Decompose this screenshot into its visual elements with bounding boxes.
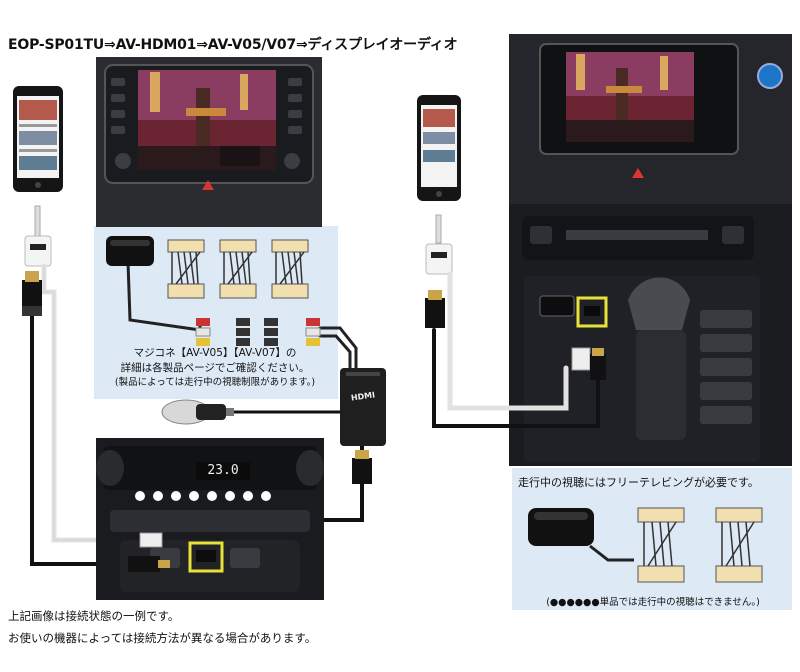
- right-car-interior: [509, 34, 792, 466]
- left-car-display: [96, 57, 322, 227]
- diagram-title: EOP-SP01TU⇒AV-HDM01⇒AV-V05/V07⇒ディスプレイオーデ…: [8, 37, 458, 53]
- usb-plug-left: [139, 532, 163, 548]
- left-hdmi-plug: [22, 271, 42, 316]
- left-callout: マジコネ【AV-V05】【AV-V07】の 詳細は各製品ページでご確認ください。…: [108, 346, 322, 390]
- right-callout-top: 走行中の視聴にはフリーテレビングが必要です。: [518, 476, 759, 489]
- right-usb-plug: [571, 347, 591, 371]
- converter-hdmi-plug: [352, 450, 372, 484]
- right-hdmi-plug-console: [590, 348, 606, 380]
- left-hdmi-adapter: [24, 205, 52, 267]
- wiring-harness: [167, 239, 309, 299]
- left-callout-line2: 詳細は各製品ページでご確認ください。: [120, 362, 310, 375]
- right-smartphone: [417, 95, 461, 201]
- av-module-box: [106, 236, 154, 266]
- footer-line2: お使いの機器によっては接続方法が異なる場合があります。: [8, 631, 317, 645]
- usb-car-charger: [161, 399, 234, 425]
- left-callout-line1: マジコネ【AV-V05】【AV-V07】の: [133, 347, 297, 359]
- rca-plugs: [195, 318, 321, 346]
- left-dashboard: [96, 438, 324, 600]
- right-callout-bottom: (●●●●●●単品では走行中の視聴はできません。): [546, 597, 760, 608]
- climate-temp: 23.0: [207, 463, 239, 478]
- right-hdmi-adapter: [425, 214, 453, 275]
- footer-line1: 上記画像は接続状態の一例です。: [8, 609, 180, 623]
- hdmi-plug-left-bottom: [128, 556, 170, 572]
- left-callout-line3: (製品によっては走行中の視聴制限があります。): [114, 377, 316, 389]
- left-smartphone: [13, 86, 63, 192]
- hdmi-converter: [340, 368, 386, 446]
- free-televiewing-kit: [528, 507, 763, 583]
- right-hdmi-plug: [425, 290, 445, 328]
